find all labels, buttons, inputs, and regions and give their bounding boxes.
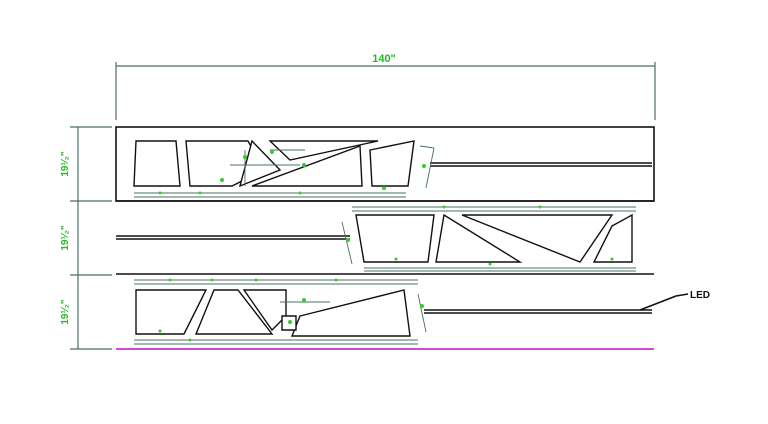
vertical-dimensions: 19¹⁄₂" 19¹⁄₂" 19¹⁄₂" (60, 126, 112, 350)
row3-panel (134, 278, 652, 345)
row3-height-label: 19¹⁄₂" (60, 299, 71, 325)
overall-width-dimension: 140" (115, 53, 656, 120)
row2-panel (116, 205, 636, 272)
overall-width-label: 140" (372, 53, 396, 65)
row2-height-label: 19¹⁄₂" (60, 225, 71, 251)
led-label: LED (690, 290, 710, 301)
row1-panel (115, 126, 655, 202)
led-callout: LED (639, 290, 710, 311)
row1-height-label: 19¹⁄₂" (60, 151, 71, 177)
